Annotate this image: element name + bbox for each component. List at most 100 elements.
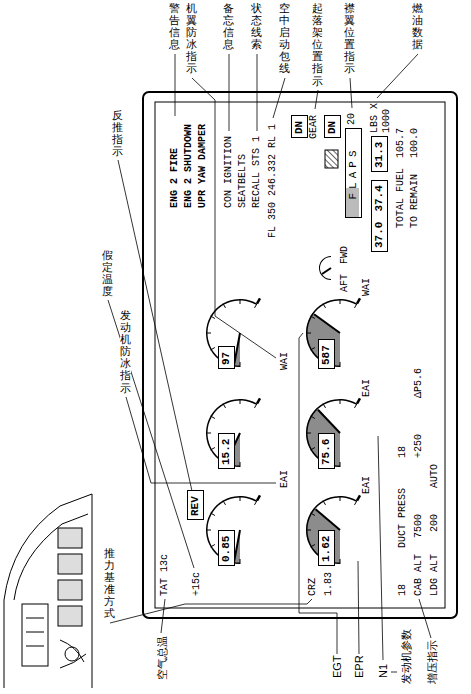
callout-label: 反推指示 [112,110,123,158]
display-text: 7500 [413,514,424,538]
display-text: FL 350 246.332 RL 1 [267,124,278,238]
callout-label: 空中启动包线 [279,3,290,76]
callout-label: 推力基准方式 [104,548,115,621]
display-text: EAI [279,470,290,488]
callout-label: 发动机防冰指示 [120,310,131,395]
leader-line [161,599,165,633]
display-text: +15c [191,572,202,596]
display-text: 200 [429,514,440,532]
dial-tick [211,416,215,419]
dial-tick [240,399,241,404]
readout-text: DN [293,121,305,134]
dial-pointer [316,509,340,530]
leader-line [358,561,359,654]
dial-redline [357,495,360,500]
leader-line [273,78,285,118]
leader-line [229,54,230,131]
display-text: TO REMAIN [409,174,420,228]
dial-tick [211,545,215,548]
dial-tick [306,333,311,334]
glare-shield [14,514,88,600]
display-text: 18 [397,446,408,458]
leader-line [108,300,194,568]
display-text: GEAR [308,115,319,139]
leader-line [315,90,318,109]
dial-tick [340,362,341,367]
gear-hatched-box [325,150,338,168]
readout-text: 75.6 [320,439,332,465]
fuel-quantity-box: 31.3 [371,136,388,172]
yoke-hub [65,647,79,661]
readout-text: REV [189,496,201,516]
display-screen [155,102,445,608]
dial-tick [240,299,241,304]
readout-text: 31.3 [373,142,385,168]
readout-text: 37.4 [373,185,385,211]
cockpit-display [58,528,82,548]
pedestal-panels [26,618,44,646]
readout-text: 37.0 [373,222,385,248]
dial-tick [211,448,215,451]
gear-box: DN [324,115,341,138]
leader-line [110,599,312,623]
epr-readout: 0.85 [218,530,235,566]
display-text: CAB ALT [413,554,424,596]
dial-tick [355,304,358,308]
dial-tick [311,316,315,319]
fuel-quantity-box: 37.0 37.4 [371,180,388,252]
dial-redline [257,495,260,500]
dial-tick [311,348,315,351]
dial-arc [206,299,257,367]
valve-indicator [319,256,331,280]
epr-readout: 1.62 [318,530,335,566]
leader-line [192,78,276,358]
n1-readout: 75.6 [318,433,335,469]
dial-tick [240,559,241,564]
dial-tick [206,433,211,434]
dial-tick [240,362,241,367]
display-text: 100.0 [409,128,420,158]
callout-label: 状态线索 [251,3,262,51]
valve-arc [319,256,331,280]
callout-label: 起落架位置指示 [312,3,323,88]
display-text: 20 [346,113,357,125]
dial-redline [357,398,360,403]
callout-label: 发动机参数 [399,629,414,684]
dial-pointer [234,530,240,561]
cockpit-display [58,606,82,626]
display-text: FWD [339,246,350,264]
leader-line [377,54,418,98]
readout-text: 15.2 [220,439,232,465]
dial-tick [355,404,358,408]
parameter-name: N1 [377,664,389,678]
readout-text: 587 [320,345,332,365]
display-text: TAT 13c [159,554,170,596]
dial-tick [323,304,326,308]
dial-tick [240,496,241,501]
dial-tick [223,404,226,408]
callout-label: 警告信息 [169,3,180,51]
readout-text: 97 [220,352,232,365]
dial-tick [211,316,215,319]
dial-tick [340,496,341,501]
egt-readout: 97 [218,346,235,369]
dial-tick [340,299,341,304]
dial-tick [311,545,315,548]
cockpit-display [58,580,82,600]
dial-pointer [318,410,340,433]
display-text: 18 [397,584,408,596]
dial-tick [223,501,226,505]
reverser-box: REV [187,490,204,520]
leader-line [175,54,176,116]
readout-text: DN [326,121,338,134]
parameter-name: EGT [331,655,343,678]
display-text: ENG 2 FIRE [169,148,180,208]
dial-pointer [234,333,240,364]
dial-tick [255,501,258,505]
dial-tick [311,416,315,419]
dial-tick [323,501,326,505]
dial-tick [340,559,341,564]
dial-tick [223,304,226,308]
dial-tick [340,399,341,404]
